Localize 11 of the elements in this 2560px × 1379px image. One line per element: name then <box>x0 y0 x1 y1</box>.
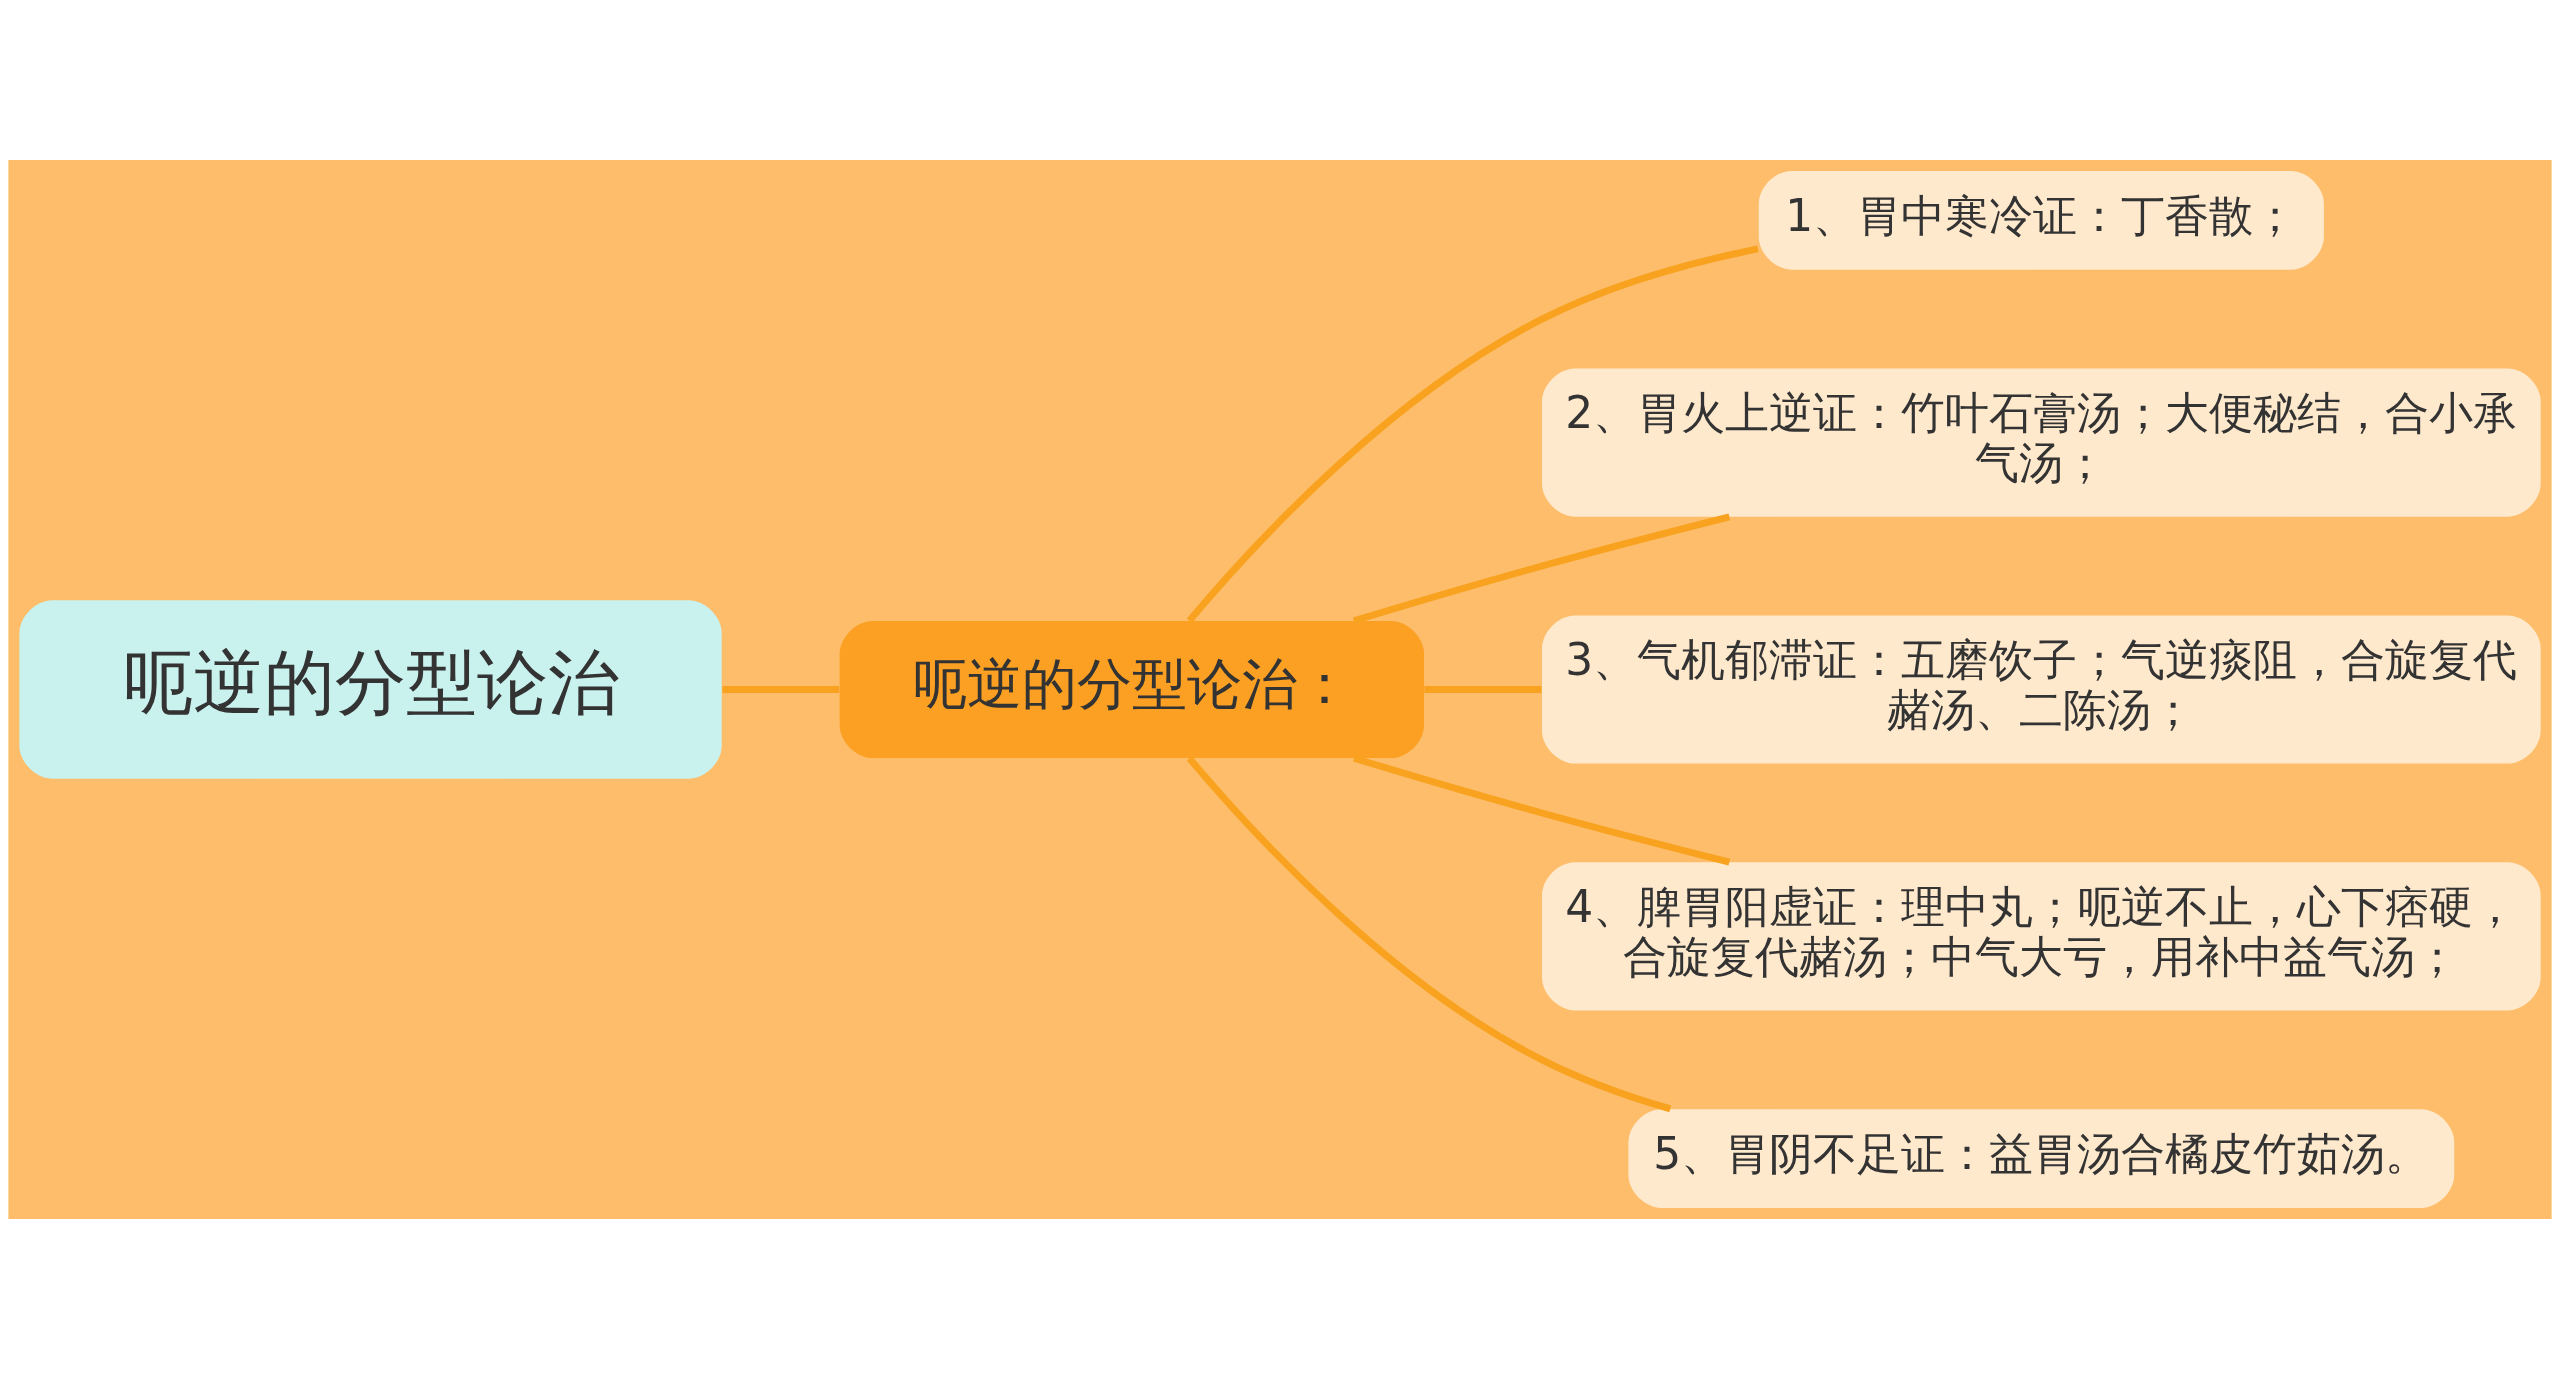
node-box: 4、脾胃阳虚证：理中丸；呃逆不止，心下痞硬，合旋复代赭汤；中气大亏，用补中益气汤； <box>1542 862 2541 1011</box>
node-box: 1、胃中寒冷证：丁香散； <box>1758 170 2324 270</box>
node-box: 2、胃火上逆证：竹叶石膏汤；大便秘结，合小承气汤； <box>1542 368 2541 517</box>
connector <box>1186 245 1759 623</box>
node-box: 3、气机郁滞证：五磨饮子；气逆痰阻，合旋复代赭汤、二陈汤； <box>1542 615 2541 764</box>
connector <box>722 686 840 693</box>
node-box: 5、胃阴不足证：益胃汤合橘皮竹茹汤。 <box>1628 1109 2455 1209</box>
node-box: 呃逆的分型论治 <box>19 600 722 779</box>
connector <box>1186 756 1672 1113</box>
node-box: 呃逆的分型论治： <box>839 620 1425 759</box>
connector <box>1424 686 1542 693</box>
